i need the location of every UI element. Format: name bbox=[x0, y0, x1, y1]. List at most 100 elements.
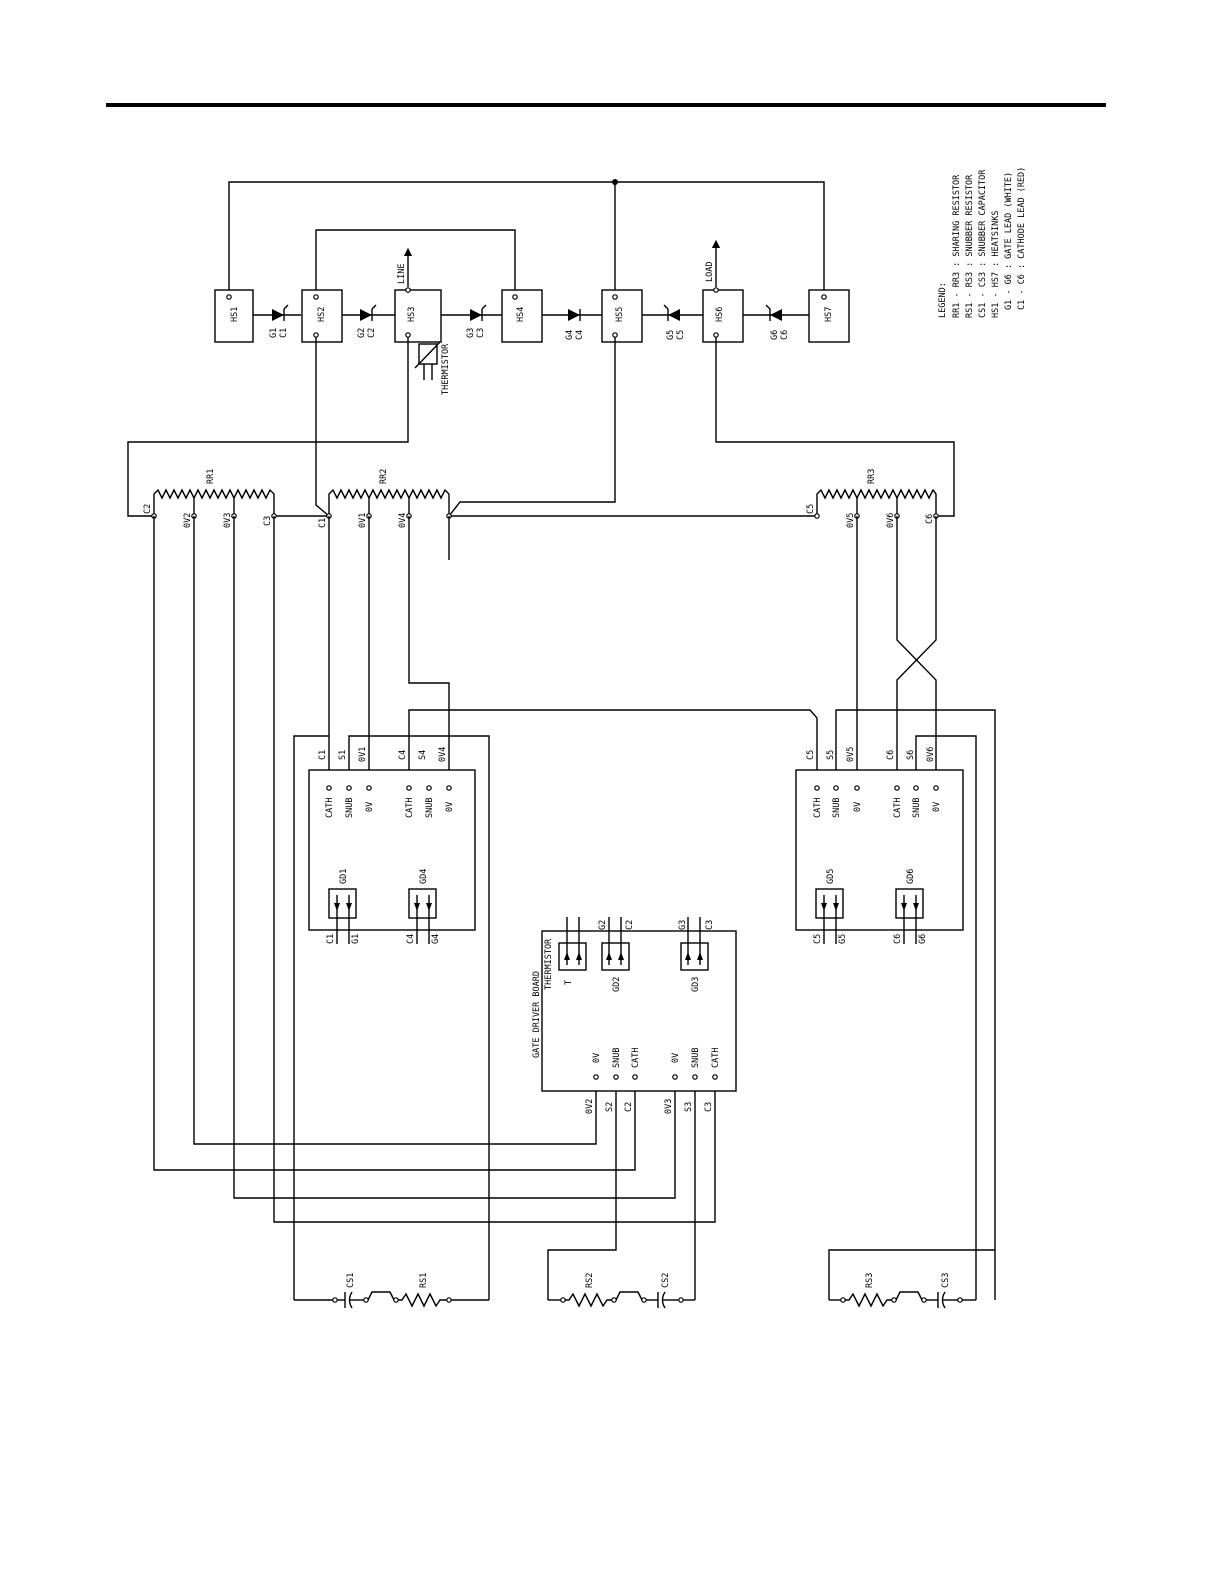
gd3-label: GD3 bbox=[691, 977, 701, 992]
gate-driver-board-title: GATE DRIVER BOARD bbox=[532, 971, 542, 1058]
gd3-connector: GD3 bbox=[680, 917, 709, 992]
gd2-connector: GD2 bbox=[601, 917, 630, 992]
scr-4-label-c: C4 bbox=[575, 330, 585, 340]
scr-2: G2 C2 bbox=[357, 304, 377, 338]
center-pin-cath-3: CATH bbox=[711, 1048, 721, 1068]
heatsink-5: HS5 bbox=[601, 289, 643, 343]
right-pin-cath-6: CATH bbox=[893, 798, 903, 818]
legend-line-5: G1 - G6 : GATE LEAD (WHITE) bbox=[1004, 172, 1014, 310]
scr-5-label-c: C5 bbox=[676, 330, 686, 340]
legend: LEGEND: RR1 - RR3 : SHARING RESISTOR RS1… bbox=[938, 167, 1027, 318]
thermistor-symbol bbox=[414, 341, 441, 380]
gd6-connector: GD6 bbox=[895, 869, 924, 944]
heatsink-3: HS3 bbox=[394, 287, 442, 343]
left-pin-0v-1: 0V bbox=[365, 802, 375, 812]
right-pin-snub-6: SNUB bbox=[912, 798, 922, 818]
scr-2-label-g: G2 bbox=[357, 328, 367, 338]
center-wire-0v3: 0V3 bbox=[664, 1099, 674, 1114]
rr2-tap-0v4: 0V4 bbox=[398, 513, 408, 528]
gate-board-right: C5 S5 0V5 C6 S6 0V6 CATH SNUB 0V CATH SN… bbox=[795, 747, 964, 944]
scr-1-label-c: C1 bbox=[279, 328, 289, 338]
heatsink-2: HS2 bbox=[301, 289, 343, 343]
right-wire-c5: C5 bbox=[806, 750, 816, 760]
snubber-3: RS3 CS3 bbox=[829, 1273, 976, 1309]
load-label: LOAD bbox=[705, 262, 715, 282]
legend-title: LEGEND: bbox=[938, 282, 948, 318]
center-thermistor-label: THERMISTOR bbox=[544, 938, 554, 990]
rr2: RR2 C1 0V1 0V4 bbox=[318, 469, 452, 528]
rr2-tap-0v1: 0V1 bbox=[358, 513, 368, 528]
center-wire-0v2: 0V2 bbox=[585, 1099, 595, 1114]
gd2-label: GD2 bbox=[612, 977, 622, 992]
rr3-tap-c5: C5 bbox=[806, 504, 816, 514]
rr3: RR3 C5 0V5 0V6 C6 bbox=[806, 469, 939, 528]
center-wire-c3: C3 bbox=[704, 1102, 714, 1112]
scr-4: G4 C4 bbox=[565, 309, 585, 340]
left-wire-labels: C1 S1 0V1 C4 S4 0V4 bbox=[318, 747, 448, 762]
rr3-tap-0v5: 0V5 bbox=[846, 513, 856, 528]
rs1-label: RS1 bbox=[419, 1273, 429, 1288]
heatsink-4-label: HS4 bbox=[516, 307, 526, 322]
heatsink-3-label: HS3 bbox=[407, 307, 417, 322]
gd4-connector: GD4 bbox=[408, 869, 437, 944]
right-wire-0v6: 0V6 bbox=[926, 747, 936, 762]
scr-4-label-g: G4 bbox=[565, 330, 575, 340]
center-pin-snub-3: SNUB bbox=[691, 1048, 701, 1068]
rr-wiring bbox=[127, 337, 955, 517]
center-pin-0v-3: 0V bbox=[671, 1053, 681, 1063]
line-label: LINE bbox=[397, 264, 407, 284]
gd6-label: GD6 bbox=[906, 869, 916, 884]
right-pin-0v-6: 0V bbox=[932, 802, 942, 812]
right-bottom-g5: G5 bbox=[838, 934, 848, 944]
left-pin-cath-1: CATH bbox=[325, 798, 335, 818]
gd4-label: GD4 bbox=[419, 869, 429, 884]
heatsink-1: HS1 bbox=[214, 289, 254, 343]
scr-6: G6 C6 bbox=[765, 304, 790, 340]
rr3-tap-0v6: 0V6 bbox=[886, 513, 896, 528]
rs2-label: RS2 bbox=[585, 1273, 595, 1288]
heatsink-7-label: HS7 bbox=[824, 307, 834, 322]
scr-3: G3 C3 bbox=[466, 304, 487, 338]
scr-5-label-g: G5 bbox=[666, 330, 676, 340]
left-wire-c4: C4 bbox=[398, 750, 408, 760]
heatsink-2-label: HS2 bbox=[317, 307, 327, 322]
right-bottom-c5: C5 bbox=[813, 934, 823, 944]
scr-1-label-g: G1 bbox=[269, 328, 279, 338]
center-pin-cath-2: CATH bbox=[631, 1048, 641, 1068]
rr1: RR1 C2 0V2 0V3 C3 bbox=[143, 469, 277, 528]
right-wire-s5: S5 bbox=[826, 750, 836, 760]
thermistor-connector bbox=[558, 917, 587, 971]
legend-line-4: HS1 - HS7 : HEATSINKS bbox=[991, 211, 1001, 318]
right-pin-0v-5: 0V bbox=[853, 802, 863, 812]
scr-3-label-c: C3 bbox=[476, 328, 486, 338]
right-bottom-g6: G6 bbox=[918, 934, 928, 944]
rr3-tap-c6: C6 bbox=[925, 514, 935, 524]
header-rule bbox=[106, 103, 1106, 107]
left-pin-snub-4: SNUB bbox=[425, 798, 435, 818]
left-bottom-g4: G4 bbox=[431, 934, 441, 944]
center-top-g2: G2 bbox=[598, 920, 608, 930]
rr1-label: RR1 bbox=[206, 469, 216, 484]
right-bottom-c6: C6 bbox=[893, 934, 903, 944]
rr2-tap-c1: C1 bbox=[318, 518, 328, 528]
gd5-label: GD5 bbox=[826, 869, 836, 884]
center-pin-0v-2: 0V bbox=[592, 1053, 602, 1063]
center-top-c3: C3 bbox=[705, 920, 715, 930]
rr3-label: RR3 bbox=[867, 469, 877, 484]
left-pin-snub-1: SNUB bbox=[345, 798, 355, 818]
right-pin-cath-5: CATH bbox=[813, 798, 823, 818]
rr2-label: RR2 bbox=[379, 469, 389, 484]
gate-driver-board: GATE DRIVER BOARD THERMISTOR T GD2 GD3 G… bbox=[532, 917, 737, 1114]
left-wire-0v1: 0V1 bbox=[358, 747, 368, 762]
gd1-connector: GD1 bbox=[328, 869, 357, 944]
heatsink-5-label: HS5 bbox=[615, 307, 625, 322]
left-pin-0v-4: 0V bbox=[445, 802, 455, 812]
rs3-label: RS3 bbox=[865, 1273, 875, 1288]
left-pin-cath-4: CATH bbox=[405, 798, 415, 818]
rr1-tap-c3: C3 bbox=[263, 516, 273, 526]
center-wire-c2: C2 bbox=[624, 1102, 634, 1112]
scr-6-label-g: G6 bbox=[770, 330, 780, 340]
right-wire-c6: C6 bbox=[886, 750, 896, 760]
rr1-tap-c2: C2 bbox=[143, 504, 153, 514]
right-wire-0v5: 0V5 bbox=[846, 747, 856, 762]
